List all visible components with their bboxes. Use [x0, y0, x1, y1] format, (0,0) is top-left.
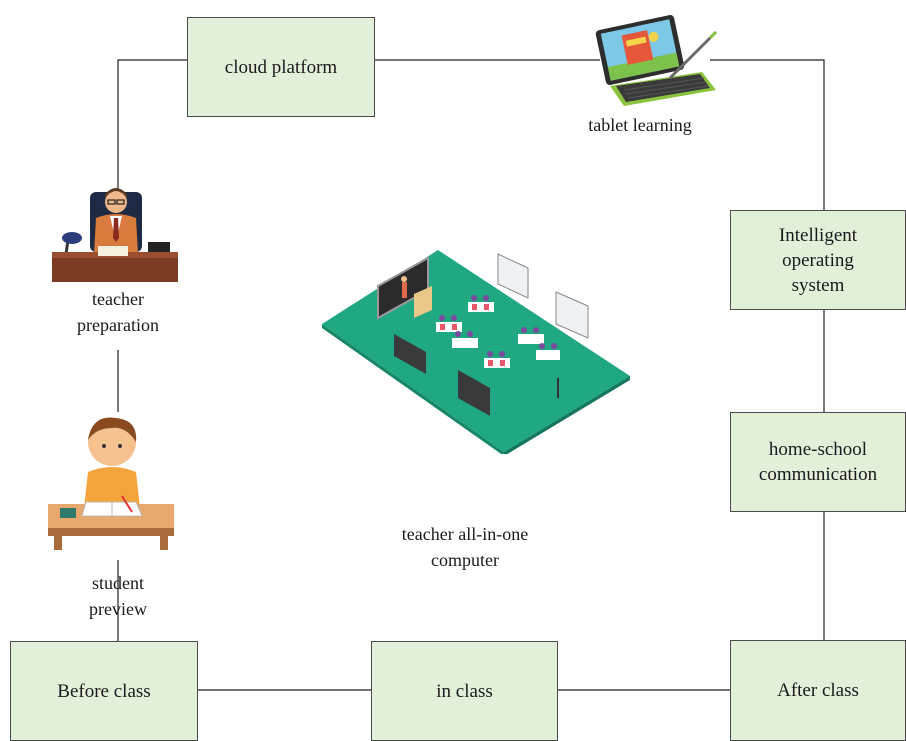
- student-illustration: [48, 417, 174, 550]
- after-class-box: After class: [730, 640, 906, 741]
- cloud-platform-label: cloud platform: [224, 56, 338, 78]
- home-school-label: home-school communication: [758, 439, 878, 485]
- cloud-platform-box: cloud platform: [187, 17, 375, 117]
- before-class-label: Before class: [57, 680, 151, 702]
- before-class-box: Before class: [10, 641, 198, 741]
- after-class-label: After class: [777, 680, 859, 701]
- line-cloud-teacher: [117, 59, 187, 190]
- student-preview-caption: student preview: [89, 573, 147, 619]
- in-class-box: in class: [371, 641, 558, 741]
- teacher-computer-caption: teacher all-in-one computer: [401, 524, 529, 570]
- teacher-preparation-caption: teacher preparation: [77, 289, 159, 335]
- tablet-illustration: [595, 15, 718, 106]
- classroom-illustration: [322, 250, 630, 454]
- tablet-learning-caption: tablet learning: [588, 115, 692, 135]
- teacher-illustration: [52, 188, 178, 282]
- home-school-box: home-school communication: [730, 412, 906, 512]
- in-class-label: in class: [436, 680, 493, 702]
- intelligent-os-box: Intelligent operating system: [730, 210, 906, 310]
- intelligent-os-label: Intelligent operating system: [778, 224, 858, 296]
- line-tablet-os: [710, 59, 825, 210]
